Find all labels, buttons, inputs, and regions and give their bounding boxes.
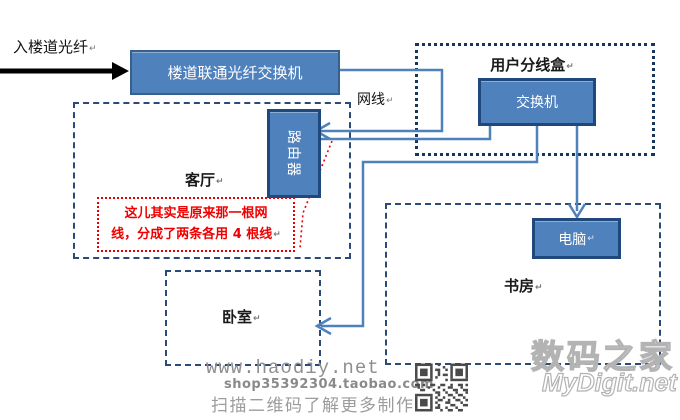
watermark-brand-cn: 数码之家 — [530, 336, 675, 376]
watermark-brand-en: MyDigit.net — [541, 368, 677, 397]
corridor-switch-node: 楼道联通光纤交换机 — [130, 50, 340, 95]
fiber-in-label: 入楼道光纤↵ — [13, 38, 97, 56]
computer-node: 电脑↵ — [532, 218, 621, 259]
watermark-site: www.haodiy.net — [206, 357, 380, 379]
living-room-label: 客厅↵ — [185, 171, 224, 189]
watermark-shop: shop35392304.taobao.com — [224, 377, 435, 392]
distribution-box-label: 用户分线盒↵ — [490, 56, 574, 74]
study-label: 书房↵ — [504, 277, 543, 295]
bedroom-label: 卧室↵ — [222, 308, 261, 326]
router-node: 路由器 — [267, 109, 321, 198]
note-line1: 这儿其实是原来那一根网 — [124, 206, 268, 222]
qr-code-icon — [415, 363, 468, 412]
fiber-arrow — [0, 62, 129, 80]
note-box: 这儿其实是原来那一根网 线，分成了两条各用 4 根线↵ — [97, 197, 295, 252]
switch-node: 交换机 — [478, 78, 596, 126]
watermark-scan-hint: 扫描二维码了解更多制作 — [211, 396, 415, 416]
cable-label: 网线↵ — [357, 92, 394, 108]
note-line2: 线，分成了两条各用 4 根线↵ — [111, 226, 281, 242]
